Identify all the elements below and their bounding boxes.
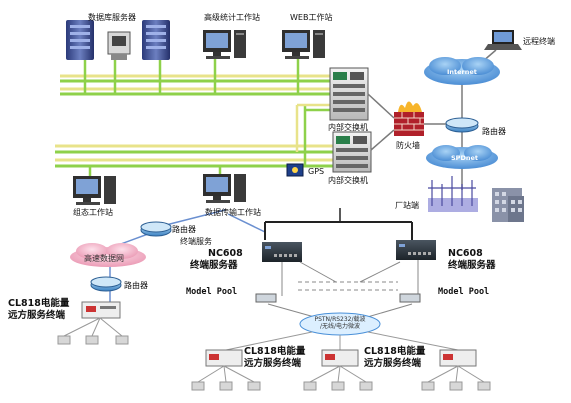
mid-bus: [55, 144, 333, 168]
router-right-label: 路由器: [482, 127, 506, 136]
modem-right-icon: [399, 293, 421, 303]
config-workstation-label: 组态工作站: [73, 208, 113, 217]
pstn-label-2: /无线/电力微波: [319, 322, 361, 330]
stats-workstation-label: 高级统计工作站: [204, 13, 260, 22]
internal-switch-bottom-label: 内部交换机: [328, 176, 368, 185]
nc608-right-label-2: 终端服务器: [448, 260, 496, 271]
config-workstation-icon: [73, 176, 116, 205]
nc608-right-label-1: NC608: [448, 248, 483, 259]
cl818-mid-label-1: CL818电能量: [244, 346, 306, 357]
highspeed-net-label: 高速数据网: [84, 254, 124, 263]
modem-pool-dashes: [298, 281, 398, 291]
cl818-right-label-1: CL818电能量: [364, 346, 426, 357]
internet-cloud: [424, 57, 500, 85]
bottom-meters: [191, 365, 491, 391]
router-mid-icon: [140, 221, 172, 237]
modem-left-icon: [255, 293, 277, 303]
cl818-right-device-icon: [439, 349, 477, 367]
modem-pool-left-label: Model Pool: [186, 287, 238, 297]
cl818-left-device-icon: [81, 301, 121, 319]
web-workstation-icon: [282, 30, 325, 59]
firewall-icon: [394, 101, 424, 136]
spdnet-cloud: [426, 145, 498, 169]
web-workstation-label: WEB工作站: [290, 13, 333, 22]
gps-icon: [286, 163, 304, 177]
nc608-left-label-2: 终端服务器: [190, 260, 238, 271]
cl818-mid-label-2: 远方服务终端: [244, 358, 302, 369]
top-bus: [60, 74, 330, 96]
cl818-mid-left-device-icon: [205, 349, 243, 367]
highspeed-net-cloud: [70, 243, 146, 267]
nc608-right-icon: [396, 240, 436, 260]
internal-switch-top-icon: [329, 67, 369, 121]
data-workstation-icon: [203, 174, 246, 203]
remote-terminal-label: 远程终端: [523, 37, 555, 46]
internal-switch-bottom-icon: [332, 131, 372, 173]
cl818-left-meters: [57, 317, 129, 345]
storage-unit-icon: [107, 31, 131, 60]
stats-workstation-icon: [203, 30, 246, 59]
pstn-label: PSTN/RS232/载波 /无线/电力微波: [306, 316, 374, 331]
cl818-left-label-1: CL818电能量: [8, 298, 70, 309]
pstn-drops: [225, 331, 459, 351]
router-right-icon: [445, 117, 479, 133]
nc608-left-icon: [262, 242, 302, 262]
plant-icon: [428, 176, 524, 222]
db-server-label: 数据库服务器: [88, 13, 136, 22]
db-server-icon: [142, 20, 170, 60]
plant-label: 厂站端: [395, 201, 419, 210]
nc608-left-label-1: NC608: [208, 248, 243, 259]
modem-links: [267, 260, 419, 319]
router-left-label: 路由器: [124, 281, 148, 290]
cl818-mid-device-icon: [321, 349, 359, 367]
data-workstation-label: 数据传输工作站: [205, 208, 261, 217]
router-left-icon: [90, 276, 122, 292]
internal-switch-top-label: 内部交换机: [328, 123, 368, 132]
modem-pool-right-label: Model Pool: [438, 287, 490, 297]
terminal-service-label: 终端服务: [180, 237, 212, 246]
internet-label: Internet: [447, 68, 477, 76]
firewall-label: 防火墙: [396, 141, 420, 150]
cl818-left-label-2: 远方服务终端: [8, 310, 66, 321]
pstn-label-1: PSTN/RS232/载波: [314, 316, 366, 323]
laptop-icon: [484, 30, 522, 50]
router-mid-label: 路由器: [172, 225, 196, 234]
gps-label: GPS: [308, 167, 325, 176]
spdnet-label: SPDnet: [451, 154, 478, 162]
bus-drops-top: [83, 58, 330, 166]
nc608-bracket: [264, 208, 413, 240]
db-server-icon: [66, 20, 94, 60]
cl818-right-label-2: 远方服务终端: [364, 358, 422, 369]
